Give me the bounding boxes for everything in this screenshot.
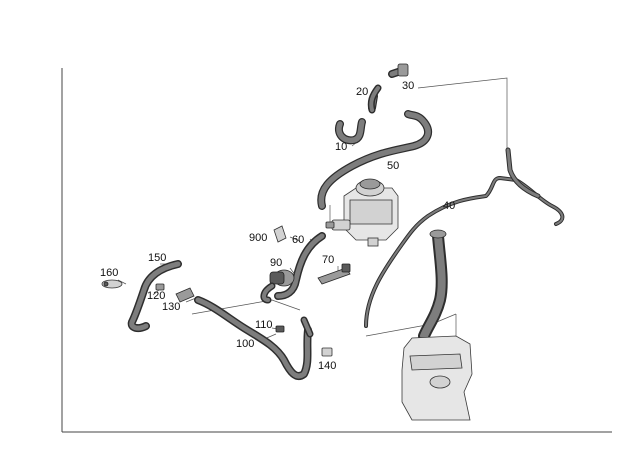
connector-20: [367, 84, 382, 114]
callout-150: 150: [148, 252, 166, 264]
part-160: [101, 279, 123, 289]
callout-30: 30: [402, 80, 414, 92]
part-120: [155, 283, 165, 291]
callout-130: 130: [162, 301, 180, 313]
bracket-900: [273, 225, 287, 243]
pump-90: [260, 269, 295, 304]
expansion-tank: [325, 178, 399, 247]
callout-120: 120: [147, 290, 165, 302]
callout-40: 40: [443, 200, 455, 212]
diagram-frame: [61, 68, 612, 433]
callout-90: 90: [270, 257, 282, 269]
callout-20: 20: [356, 86, 368, 98]
callout-70: 70: [322, 254, 334, 266]
hose-40: [364, 147, 565, 328]
part-140: [321, 347, 333, 357]
callout-60: 60: [292, 234, 304, 246]
callout-10: 10: [335, 141, 347, 153]
callout-110: 110: [255, 319, 273, 331]
washer-reservoir: [401, 229, 473, 421]
hose-60: [274, 232, 326, 300]
part-70: [317, 263, 351, 285]
leader-lines: [117, 77, 508, 357]
callout-160: 160: [100, 267, 118, 279]
callout-labels: 10 20 30 40 50 60 70 90 100 110 120 130 …: [100, 80, 455, 372]
callout-140: 140: [318, 360, 336, 372]
hose-100: [194, 296, 314, 380]
callout-100: 100: [236, 338, 254, 350]
part-110: [275, 325, 285, 333]
connector-30: [388, 63, 409, 78]
hose-150: [127, 260, 182, 333]
callout-50: 50: [387, 160, 399, 172]
callout-900: 900: [249, 232, 267, 244]
part-130: [175, 287, 195, 303]
